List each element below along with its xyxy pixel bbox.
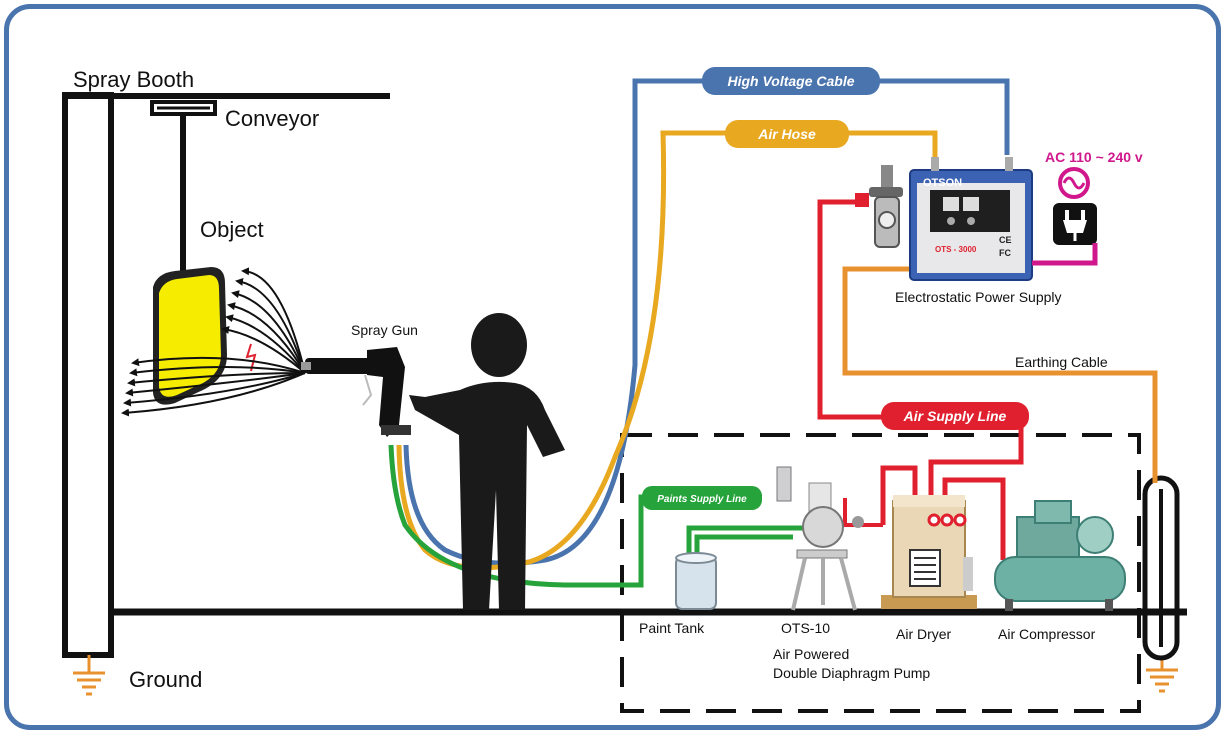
- svg-text:High Voltage Cable: High Voltage Cable: [727, 73, 854, 89]
- equipment-enclosure: [620, 433, 1141, 713]
- air-hose-tag: Air Hose: [725, 120, 849, 148]
- power-plug-icon: [1053, 203, 1097, 245]
- power-supply-unit: OTSON OTS - 3000 CE FC: [909, 157, 1033, 281]
- diagram-frame: High Voltage Cable Air Hose Air Supply L…: [4, 4, 1221, 730]
- paint-tank-label: Paint Tank: [639, 620, 705, 636]
- earthing-cable-label: Earthing Cable: [1015, 354, 1108, 370]
- conveyor-label: Conveyor: [225, 106, 319, 131]
- spray-gun-label: Spray Gun: [351, 322, 418, 338]
- diaphragm-pump: [776, 466, 864, 611]
- spray-system-diagram: High Voltage Cable Air Hose Air Supply L…: [62, 67, 1187, 713]
- operator-silhouette: [409, 313, 565, 610]
- spray-booth: [62, 92, 1187, 658]
- paint-tank: [675, 552, 717, 610]
- ac-supply-label: AC 110 ~ 240 v: [1045, 149, 1143, 165]
- air-compressor-label: Air Compressor: [998, 626, 1096, 642]
- svg-text:Paints Supply Line: Paints Supply Line: [657, 494, 747, 505]
- object-label: Object: [200, 217, 264, 242]
- svg-text:Air Supply Line: Air Supply Line: [903, 408, 1007, 424]
- air-compressor: [994, 500, 1126, 611]
- earthing-clamp: [1142, 475, 1180, 661]
- paints-supply-line-tag: Paints Supply Line: [642, 486, 762, 510]
- power-supply-label: Electrostatic Power Supply: [895, 289, 1062, 305]
- spray-gun: [301, 347, 411, 437]
- paint-supply-line: [388, 444, 762, 588]
- pump-model-label: OTS-10: [781, 620, 830, 636]
- ground-symbol-left: [73, 655, 105, 696]
- object-workpiece: [153, 267, 257, 405]
- svg-text:Air Hose: Air Hose: [757, 126, 816, 142]
- pump-desc-line-2: Double Diaphragm Pump: [773, 665, 930, 681]
- ac-source-icon: [1058, 167, 1090, 199]
- svg-text:OTS - 3000: OTS - 3000: [935, 245, 977, 254]
- ground-symbol-right: [1146, 657, 1178, 693]
- svg-text:FC: FC: [999, 248, 1011, 258]
- air-dryer-label: Air Dryer: [896, 626, 952, 642]
- ground-label: Ground: [129, 667, 202, 692]
- spark-icon: [245, 343, 257, 372]
- conveyor: [150, 100, 217, 273]
- svg-text:CE: CE: [999, 235, 1012, 245]
- svg-text:OTSON: OTSON: [923, 177, 962, 189]
- pump-desc-line-1: Air Powered: [773, 646, 849, 662]
- high-voltage-cable-tag: High Voltage Cable: [702, 67, 880, 95]
- air-dryer: [881, 495, 977, 609]
- filter-regulator: [855, 165, 903, 248]
- spray-booth-label: Spray Booth: [73, 67, 194, 92]
- spray-pattern-arrows: [121, 267, 306, 417]
- earthing-cable-line: [842, 266, 1158, 483]
- air-supply-line-tag: Air Supply Line: [881, 402, 1029, 430]
